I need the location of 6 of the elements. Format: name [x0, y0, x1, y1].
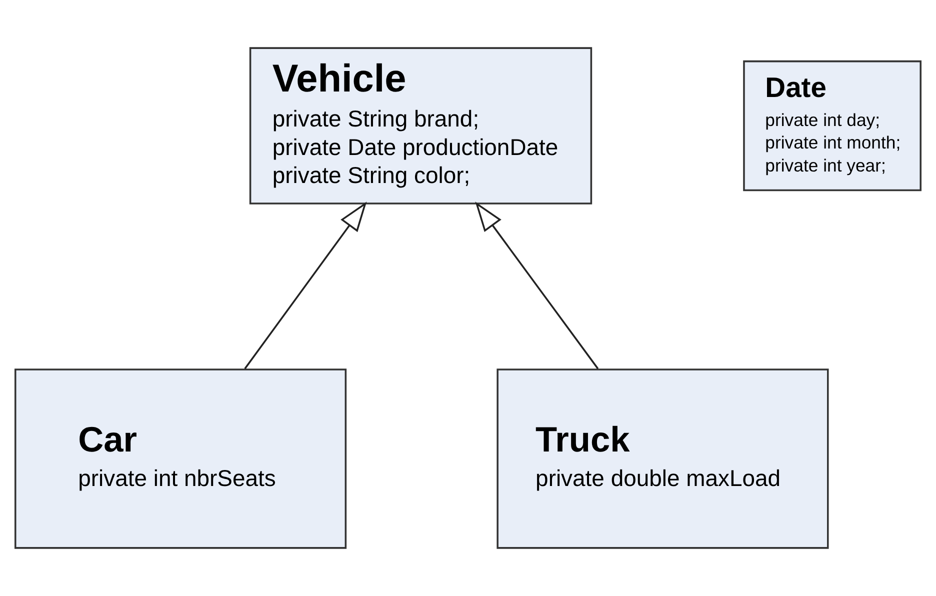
- arrow: [244, 202, 367, 370]
- arrow: [475, 202, 599, 370]
- node-box: Vehicle private String brand; private Date productionDate private String color;: [249, 47, 592, 204]
- node-box: Truck private double maxLoad: [496, 368, 829, 549]
- node-box: Date private int day; private int month; private int year;: [743, 60, 922, 192]
- node-box: Car private int nbrSeats: [14, 368, 347, 549]
